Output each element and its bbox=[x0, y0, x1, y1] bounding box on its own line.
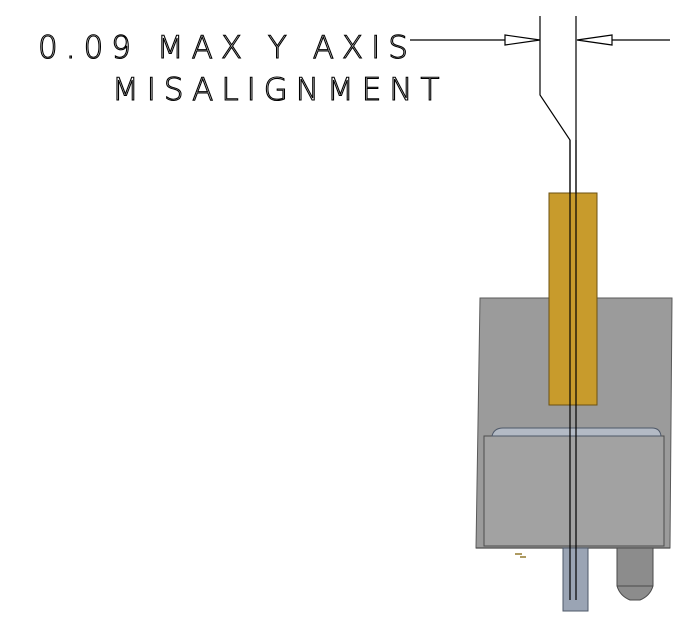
housing-inner-panel bbox=[483, 435, 665, 547]
mounting-post bbox=[616, 547, 654, 601]
post-body bbox=[616, 547, 654, 601]
right-arrowhead bbox=[576, 34, 613, 46]
contact-pin bbox=[548, 192, 598, 406]
annotation-line-1: 0.09 MAX Y AXIS bbox=[38, 30, 416, 66]
reference-lines-overlay bbox=[569, 140, 577, 600]
annotation-line-2: MISALIGNMENT bbox=[112, 72, 447, 108]
small-markers bbox=[515, 553, 526, 558]
left-arrowhead bbox=[504, 34, 541, 46]
dimension-arrows bbox=[410, 34, 670, 46]
